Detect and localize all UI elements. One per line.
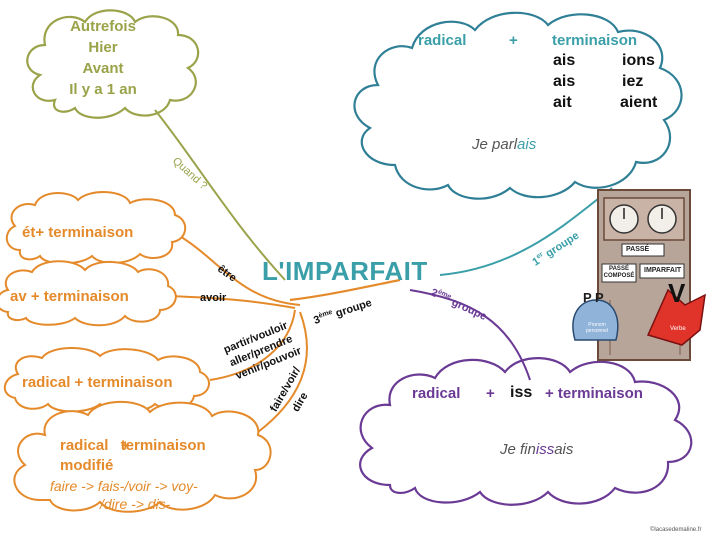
v-caption: Verbe <box>670 326 686 332</box>
groupe2-plus1: + <box>486 385 495 402</box>
modified-subtitle: modifié <box>60 457 114 474</box>
avoir-link-label: avoir <box>200 292 227 304</box>
when-link <box>154 109 286 281</box>
groupe2-example: Je finissais <box>500 441 573 458</box>
etre-link <box>177 234 301 306</box>
groupe2-link <box>409 289 531 381</box>
avoir-box-text: av + terminaison <box>10 288 129 305</box>
modified-line-1: faire -> fais-/voir -> voy- <box>50 478 198 494</box>
radical-box-text: radical + terminaison <box>22 374 173 391</box>
groupe1-example-ending: ais <box>517 136 537 153</box>
groupe2-terminaison: + terminaison <box>545 385 643 402</box>
groupe2-example-iss: iss <box>535 441 555 458</box>
groupe1-radical: radical <box>418 32 467 49</box>
modified-title-radical: radical <box>60 437 109 454</box>
when-line-2: Hier <box>88 39 118 56</box>
fvd-link <box>257 311 308 433</box>
groupe3-link <box>289 278 401 302</box>
pp-letters: P P <box>583 290 604 305</box>
clock-label-passe-compose: PASSÉ COMPOSÉ <box>603 266 635 279</box>
groupe2-radical: radical <box>412 385 461 402</box>
etre-cloud <box>5 191 187 265</box>
groupe1-ending-3a: ait <box>553 94 572 111</box>
groupe2-cloud <box>359 357 693 506</box>
groupe1-terminaison: terminaison <box>552 32 638 49</box>
pp-caption: Pronom personnel <box>586 322 608 334</box>
avoir-cloud <box>0 260 177 327</box>
avoir-link <box>167 295 296 309</box>
v-letter: V <box>668 278 686 308</box>
modified-title-terminaison: terminaison <box>120 437 206 454</box>
groupe1-ending-1a: ais <box>553 52 576 69</box>
verbs-link <box>209 309 296 381</box>
groupe1-cloud <box>353 11 683 200</box>
groupe2-example-stem: Je fin <box>500 441 536 458</box>
modified-title: radical +terminaison <box>60 437 206 454</box>
credit: ©lacasedemaline.fr <box>650 527 702 533</box>
groupe1-ending-2b: iez <box>622 73 644 90</box>
groupe2-iss: iss <box>510 384 533 401</box>
groupe1-example: Je parlais <box>472 136 536 153</box>
groupe1-ending-1b: ions <box>622 52 655 69</box>
groupe2-example-ending: ais <box>554 441 574 458</box>
when-line-4: Il y a 1 an <box>69 81 137 98</box>
page-title: L'IMPARFAIT <box>262 256 428 286</box>
when-line-1: Autrefois <box>70 18 136 35</box>
groupe1-example-stem: Je parl <box>472 136 518 153</box>
groupe1-plus: + <box>509 32 518 49</box>
when-line-3: Avant <box>82 60 124 77</box>
radical-cloud <box>3 347 210 413</box>
clock-label-imparfait: IMPARFAIT <box>644 267 682 274</box>
when-cloud <box>26 9 200 119</box>
clock-illustration <box>572 189 706 361</box>
clock-label-passe: PASSÉ <box>626 246 650 253</box>
groupe1-ending-2a: ais <box>553 73 576 90</box>
modified-cloud <box>13 400 272 513</box>
groupe1-ending-3b: aient <box>620 94 658 111</box>
modified-title-plus: + <box>120 437 130 454</box>
groupe1-link <box>439 187 613 276</box>
modified-line-2: /dire -> dis- <box>100 496 171 512</box>
etre-box-text: ét+ terminaison <box>22 224 134 241</box>
